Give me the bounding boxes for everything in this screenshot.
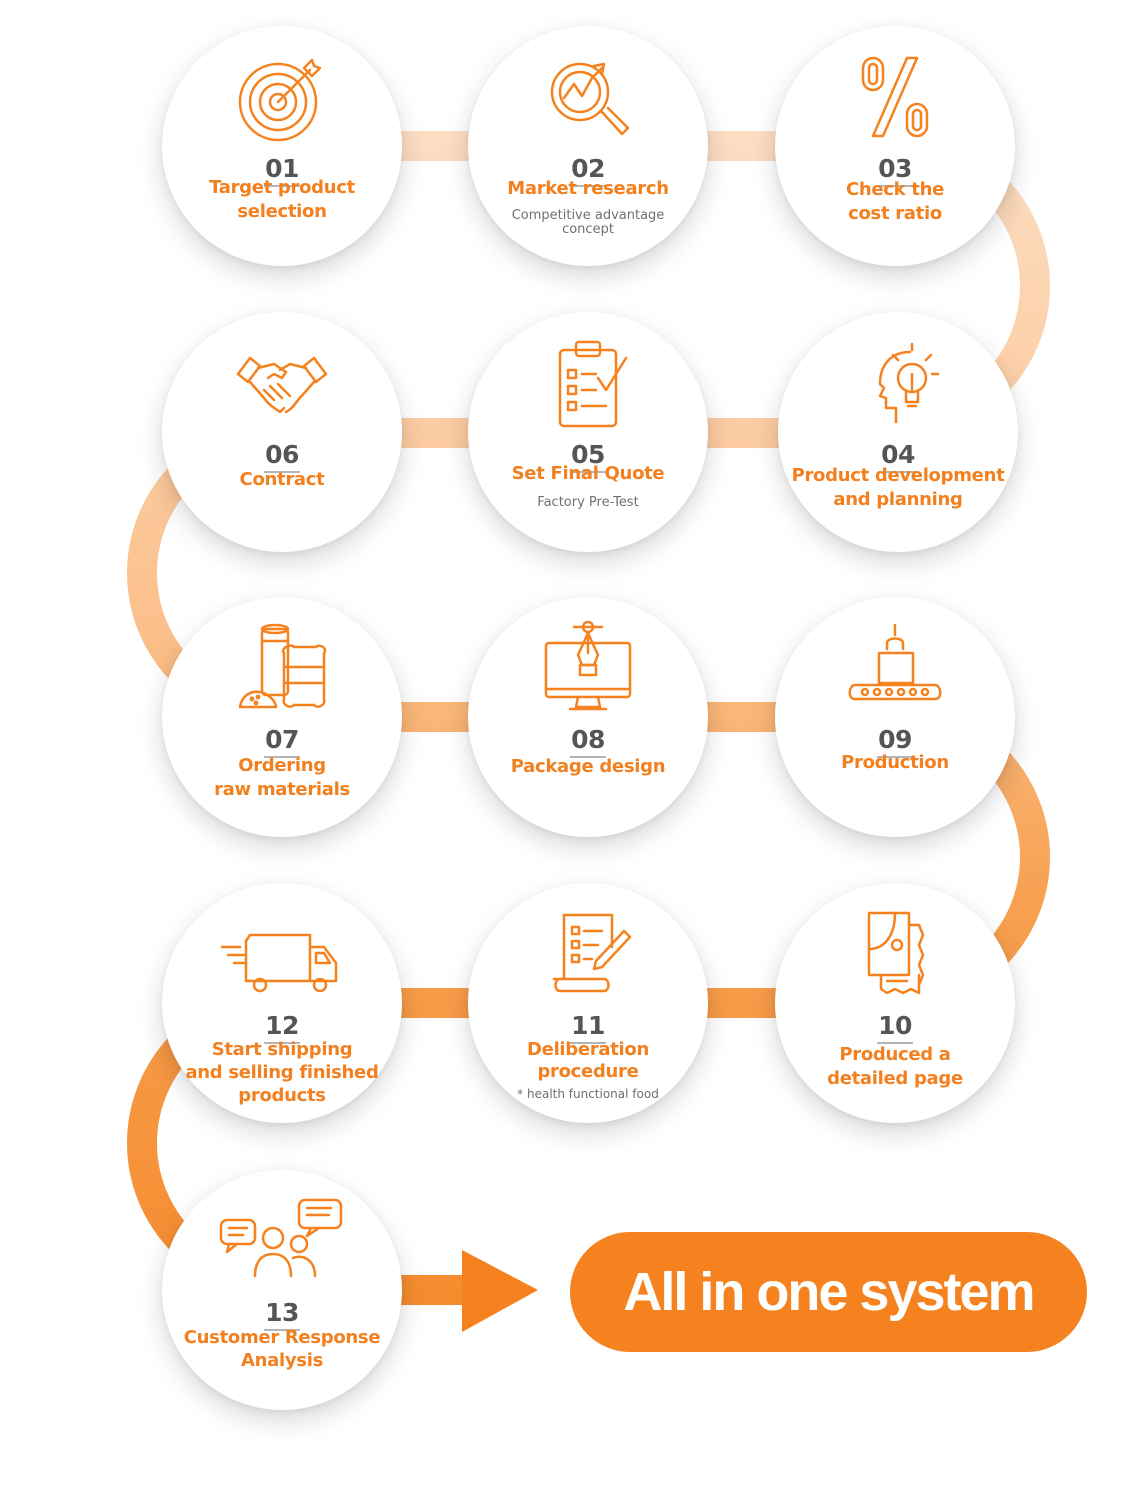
truck-icon xyxy=(220,905,344,1001)
document-pen-icon xyxy=(540,905,636,1001)
step-05: 05 Set Final Quote Factory Pre-Test xyxy=(468,312,708,552)
step-12: 12 Start shipping and selling finished p… xyxy=(162,883,402,1123)
step-subtitle: Factory Pre-Test xyxy=(537,495,639,510)
step-number: 05 xyxy=(570,442,606,473)
step-08: 08 Package design xyxy=(468,597,708,837)
step-title: Deliberation procedure xyxy=(527,1039,649,1082)
step-number: 13 xyxy=(264,1300,300,1331)
step-number: 07 xyxy=(264,727,300,758)
step-04: 04 Product development and planning xyxy=(778,312,1018,552)
step-title: Check the cost ratio xyxy=(845,179,945,224)
step-number: 04 xyxy=(880,442,916,473)
step-title: Contract xyxy=(239,469,325,490)
step-title: Target product selection xyxy=(209,177,355,222)
step-number: 06 xyxy=(264,442,300,473)
handshake-icon xyxy=(234,334,330,430)
step-number: 01 xyxy=(264,156,300,187)
step-title: Customer Response Analysis xyxy=(183,1327,381,1371)
pen-monitor-icon xyxy=(540,619,636,715)
step-01: 01 Target product selection xyxy=(162,26,402,266)
step-title: Product development and planning xyxy=(791,465,1005,510)
step-10: 10 Produced a detailed page xyxy=(775,883,1015,1123)
step-number: 09 xyxy=(877,727,913,758)
step-title: Ordering raw materials xyxy=(214,755,350,800)
step-number: 12 xyxy=(264,1013,300,1044)
chat-people-icon xyxy=(217,1192,347,1288)
target-icon xyxy=(234,48,330,144)
all-in-one-badge: All in one system xyxy=(570,1232,1087,1352)
step-number: 03 xyxy=(877,156,913,187)
step-07: 07 Ordering raw materials xyxy=(162,597,402,837)
step-title: Set Final Quote xyxy=(511,463,665,484)
step-09: 09 Production xyxy=(775,597,1015,837)
step-11: 11 Deliberation procedure * health funct… xyxy=(468,883,708,1123)
step-number: 10 xyxy=(877,1013,913,1044)
step-13: 13 Customer Response Analysis xyxy=(162,1170,402,1410)
clipboard-checklist-icon xyxy=(540,334,636,430)
raw-materials-icon xyxy=(234,619,330,715)
step-number: 11 xyxy=(570,1013,606,1044)
arrow-head-icon xyxy=(462,1250,538,1332)
pages-icon xyxy=(847,905,943,1001)
percent-icon xyxy=(847,48,943,144)
step-03: 03 Check the cost ratio xyxy=(775,26,1015,266)
step-number: 08 xyxy=(570,727,606,758)
step-subtitle: Competitive advantage concept xyxy=(511,208,665,237)
step-title: Production xyxy=(841,752,949,773)
step-subtitle: * health functional food xyxy=(517,1087,659,1101)
step-number: 02 xyxy=(570,156,606,187)
step-title: Market research xyxy=(507,178,669,199)
step-title: Package design xyxy=(510,756,666,777)
step-title: Produced a detailed page xyxy=(827,1044,963,1089)
step-title: Start shipping and selling finished prod… xyxy=(185,1039,379,1106)
step-02: 02 Market research Competitive advantage… xyxy=(468,26,708,266)
head-lightbulb-icon xyxy=(850,334,946,430)
magnifier-chart-icon xyxy=(540,48,636,144)
conveyor-icon xyxy=(847,619,943,715)
step-06: 06 Contract xyxy=(162,312,402,552)
